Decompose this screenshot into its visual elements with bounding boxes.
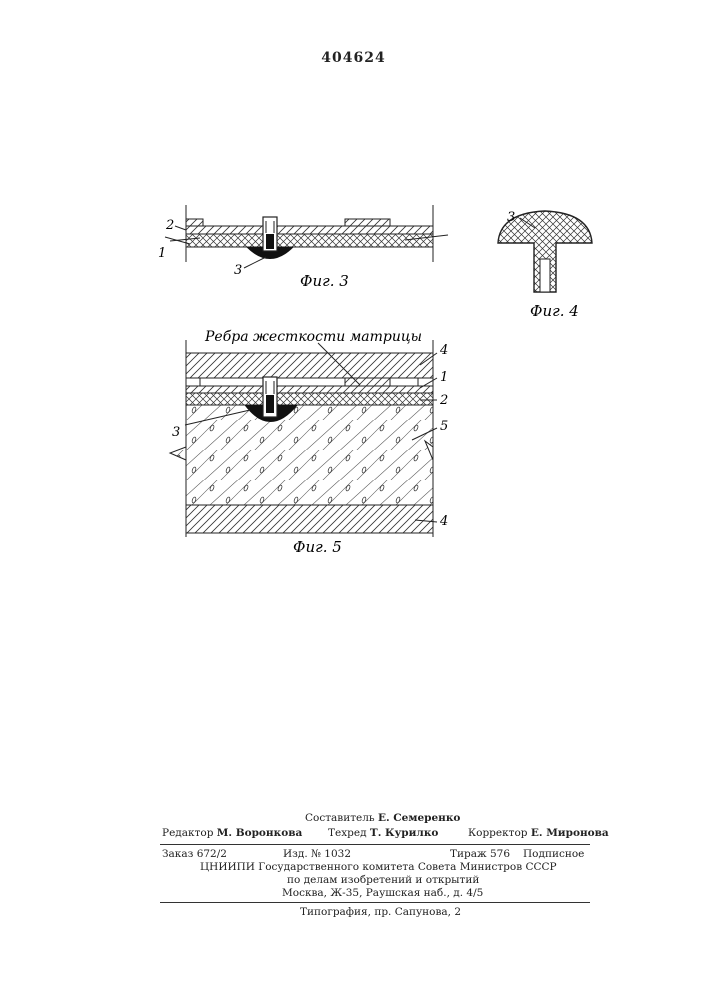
fig5-label-4-top: 4 [439,343,448,358]
compiler-line: Составитель Е. Семеренко [305,812,460,824]
fig3-label-3: 3 [234,263,242,278]
editor-line: Редактор М. Воронкова [162,827,302,839]
figure-3: 2 1 3 Фиг. 3 [158,205,448,290]
organization-line-1: ЦНИИПИ Государственного комитета Совета … [200,861,557,873]
editor-name: М. Воронкова [217,827,303,839]
fig5-label-3: 3 [172,425,180,440]
corrector-line: Корректор Е. Миронова [468,827,609,839]
compiler-name: Е. Семеренко [378,812,460,824]
footer-rule-2 [160,902,590,903]
corrector-label: Корректор [468,827,528,839]
edition-number: Изд. № 1032 [283,848,351,860]
fig5-caption: Фиг. 5 [293,538,342,556]
corrector-name: Е. Миронова [531,827,609,839]
fig3-label-1: 1 [158,246,166,261]
figure-4: 3 Фиг. 4 [498,210,592,320]
circulation: Тираж 576 [450,848,510,860]
fig5-label-1: 1 [440,370,448,385]
fig3-caption: Фиг. 3 [300,272,349,290]
fig4-caption: Фиг. 4 [530,302,579,320]
footer-rule [160,844,590,845]
fig5-label-5: 5 [440,419,448,434]
techred-line: Техред Т. Курилко [328,827,438,839]
fig3-label-2: 2 [165,218,174,233]
techred-name: Т. Курилко [370,827,439,839]
organization-address: Москва, Ж-35, Раушская наб., д. 4/5 [282,887,483,899]
printer: Типография, пр. Сапунова, 2 [300,906,461,918]
techred-label: Техред [328,827,367,839]
subscription: Подписное [523,848,584,860]
order-number: Заказ 672/2 [162,848,227,860]
compiler-label: Составитель [305,812,375,824]
editor-label: Редактор [162,827,213,839]
organization-line-2: по делам изобретений и открытий [287,874,479,886]
fig5-label-2: 2 [439,393,448,408]
fig5-title: Ребра жесткости матрицы [204,329,422,345]
fig4-label-3: 3 [507,210,515,225]
figure-5: Ребра жесткости матрицы 4 1 2 3 5 4 Фиг.… [170,329,448,556]
fig5-label-4-bottom: 4 [439,514,448,529]
